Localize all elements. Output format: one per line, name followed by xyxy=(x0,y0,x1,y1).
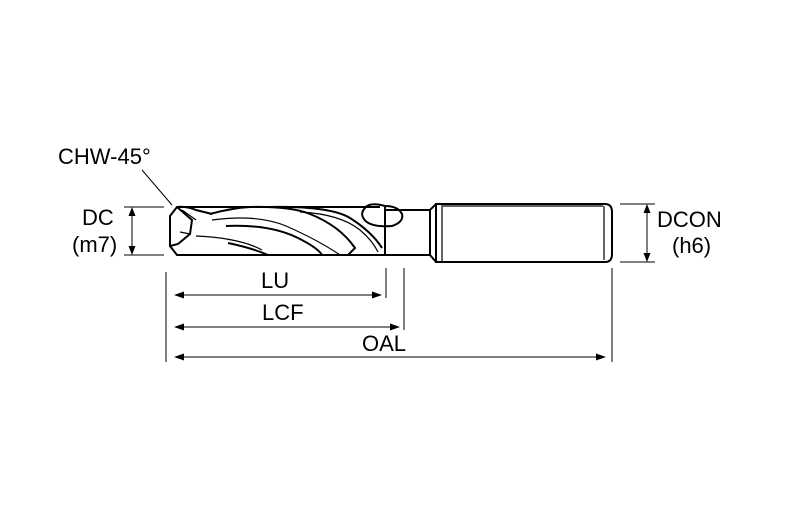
dc-label: DC xyxy=(82,205,114,230)
dc-tolerance-label: (m7) xyxy=(72,232,117,257)
lu-label: LU xyxy=(261,268,289,293)
drill-neck xyxy=(360,203,437,263)
drill-shank xyxy=(435,203,613,263)
drill-body xyxy=(169,203,613,263)
chamfer-label: CHW-45° xyxy=(58,144,151,169)
chamfer-callout: CHW-45° xyxy=(58,144,173,206)
drill-flutes xyxy=(192,205,386,256)
oal-label: OAL xyxy=(362,331,406,356)
drill-tip xyxy=(169,205,213,256)
dcon-label: DCON xyxy=(657,207,722,232)
oal-dimension: OAL xyxy=(174,331,606,361)
extension-lines xyxy=(124,203,655,362)
dcon-tolerance-label: (h6) xyxy=(672,233,711,258)
dcon-dimension: DCON (h6) xyxy=(643,204,722,262)
lcf-label: LCF xyxy=(262,300,304,325)
lu-dimension: LU xyxy=(174,268,382,299)
dc-dimension: DC (m7) xyxy=(72,205,136,257)
lcf-dimension: LCF xyxy=(174,300,400,331)
